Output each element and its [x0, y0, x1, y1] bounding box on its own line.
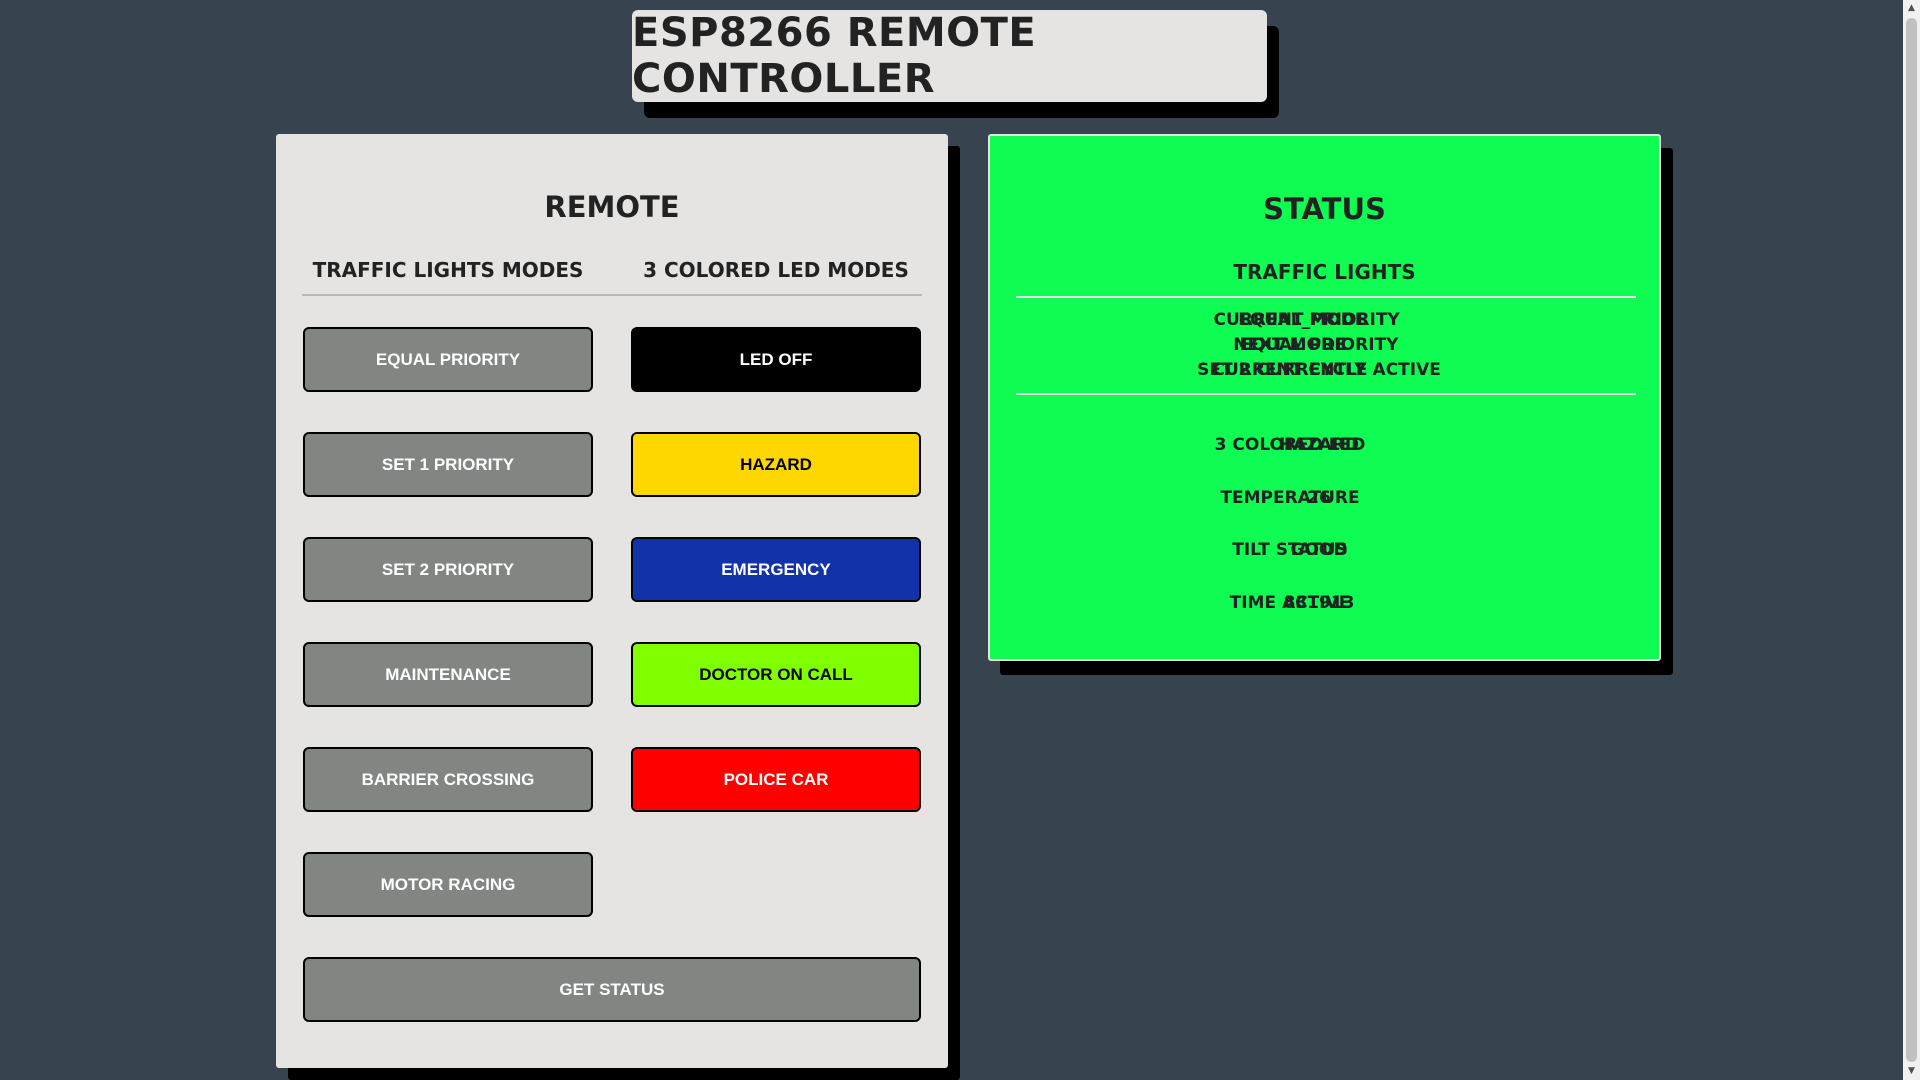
status-traffic-heading: TRAFFIC LIGHTS	[1233, 260, 1416, 284]
status-label: 3 COLORED LED	[1214, 435, 1366, 455]
status-value: 831913	[1283, 593, 1355, 613]
scrollbar-thumb[interactable]	[1906, 18, 1917, 1062]
status-row: TEMPERATURE 26	[990, 488, 1659, 512]
page-scrollbar[interactable]: ▲ ▼	[1903, 0, 1920, 1080]
equal-priority-button[interactable]: EQUAL PRIORITY	[303, 327, 593, 392]
remote-panel: REMOTE TRAFFIC LIGHTS MODES 3 COLORED LE…	[276, 134, 948, 1068]
emergency-button[interactable]: EMERGENCY	[631, 537, 921, 602]
led-off-button[interactable]: LED OFF	[631, 327, 921, 392]
status-label: TIME ACTIVE	[1229, 593, 1351, 613]
remote-title: REMOTE	[544, 190, 680, 224]
status-divider-bottom	[1016, 393, 1636, 395]
remote-divider	[302, 294, 922, 296]
page-title: ESP8266 REMOTE CONTROLLER	[632, 10, 1037, 102]
set-1-priority-button[interactable]: SET 1 PRIORITY	[303, 432, 593, 497]
scroll-down-arrow-icon[interactable]: ▼	[1908, 1066, 1915, 1076]
traffic-modes-heading: TRAFFIC LIGHTS MODES	[312, 258, 584, 282]
status-row: CURRENT MODE EQUAL_PRIORITY	[990, 310, 1659, 334]
status-label: NEXT MODE	[1233, 335, 1347, 355]
maintenance-button[interactable]: MAINTENANCE	[303, 642, 593, 707]
police-car-button[interactable]: POLICE CAR	[631, 747, 921, 812]
status-label: CURRENT CYCLE	[1212, 360, 1368, 380]
set-2-priority-button[interactable]: SET 2 PRIORITY	[303, 537, 593, 602]
status-label: CURRENT MODE	[1213, 310, 1367, 330]
led-modes-heading: 3 COLORED LED MODES	[643, 258, 909, 282]
status-row: TIME ACTIVE 831913	[990, 593, 1659, 617]
status-row: CURRENT CYCLE SET 2 CURRENTLY ACTIVE	[990, 360, 1659, 384]
doctor-on-call-button[interactable]: DOCTOR ON CALL	[631, 642, 921, 707]
status-row: NEXT MODE EQUAL PRIORITY	[990, 335, 1659, 359]
status-value: HAZARD	[1278, 435, 1360, 455]
status-divider-top	[1016, 296, 1636, 298]
status-label: TEMPERATURE	[1220, 488, 1360, 508]
status-value: GOOD	[1290, 540, 1348, 560]
status-value: SET 2 CURRENTLY ACTIVE	[1197, 360, 1441, 380]
status-value: EQUAL PRIORITY	[1239, 335, 1399, 355]
status-row: 3 COLORED LED HAZARD	[990, 435, 1659, 459]
get-status-button[interactable]: GET STATUS	[303, 957, 921, 1022]
barrier-crossing-button[interactable]: BARRIER CROSSING	[303, 747, 593, 812]
scroll-up-arrow-icon[interactable]: ▲	[1908, 3, 1915, 13]
status-value: 26	[1307, 488, 1331, 508]
hazard-button[interactable]: HAZARD	[631, 432, 921, 497]
status-row: TILT STATUS GOOD	[990, 540, 1659, 564]
status-title: STATUS	[1263, 192, 1386, 226]
title-box: ESP8266 REMOTE CONTROLLER	[632, 10, 1267, 102]
motor-racing-button[interactable]: MOTOR RACING	[303, 852, 593, 917]
status-panel: STATUS TRAFFIC LIGHTS CURRENT MODE EQUAL…	[988, 134, 1661, 661]
status-label: TILT STATUS	[1232, 540, 1348, 560]
status-value: EQUAL_PRIORITY	[1238, 310, 1400, 330]
